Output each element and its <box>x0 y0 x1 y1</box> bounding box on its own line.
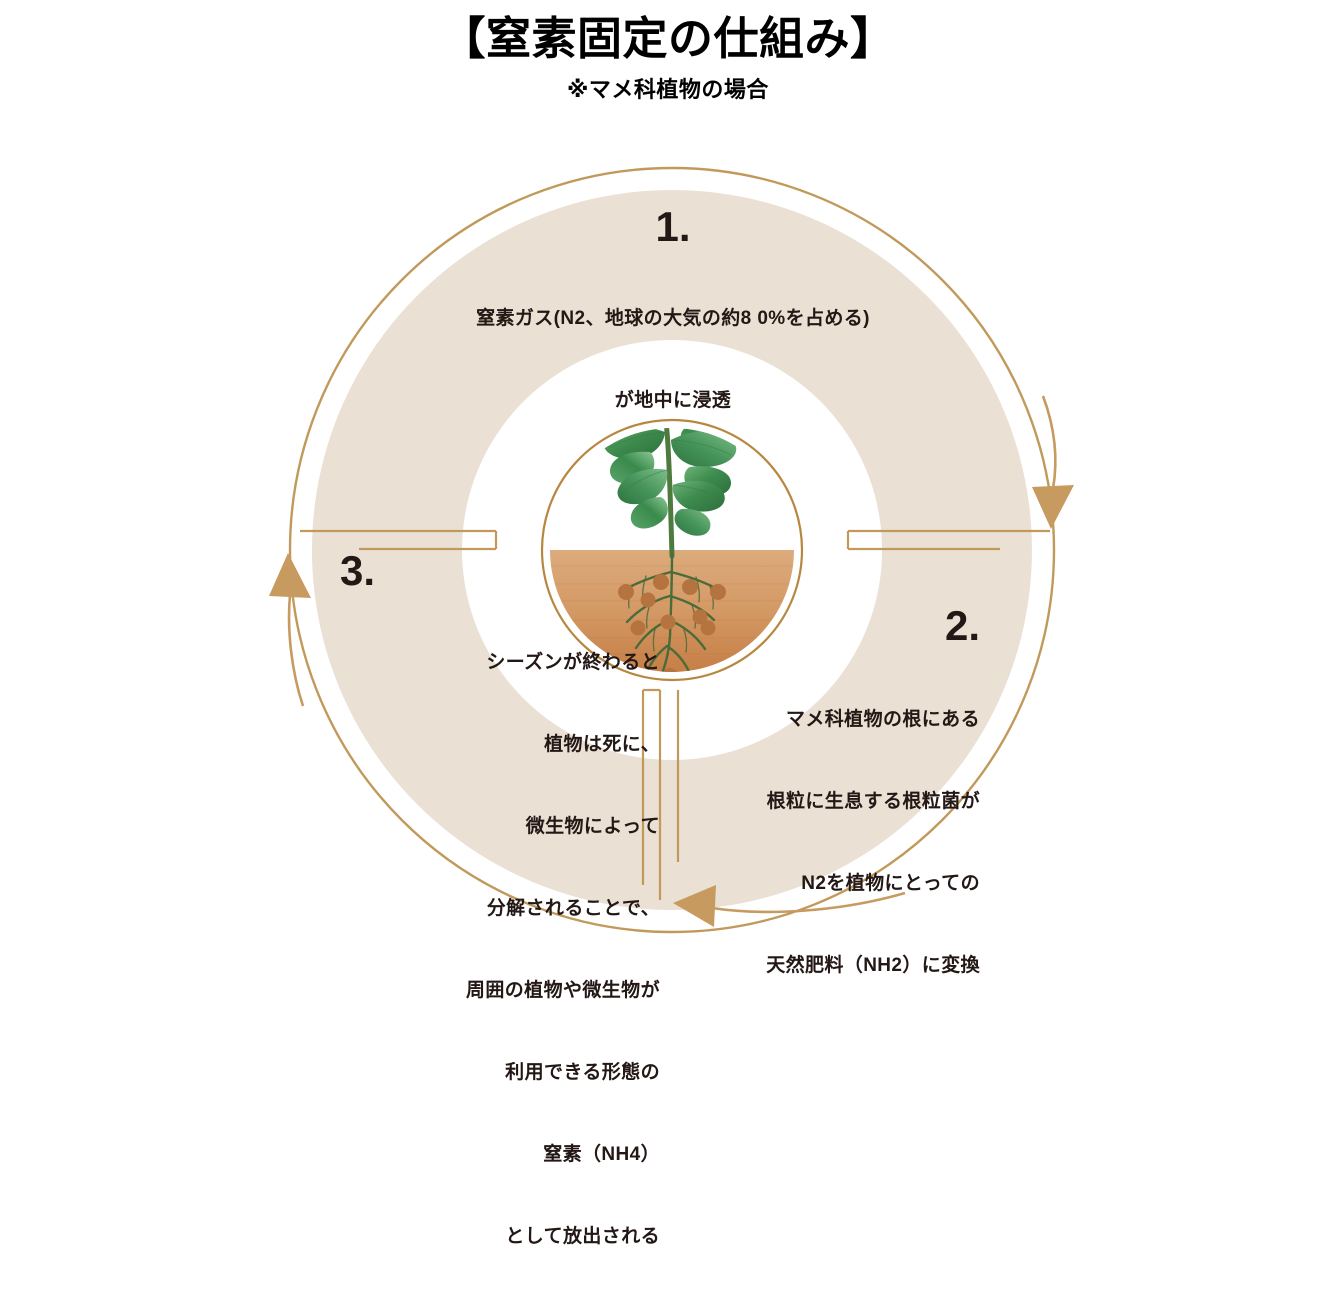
step-3-line-7: 窒素（NH4） <box>543 1144 660 1166</box>
root-nodules <box>618 574 726 672</box>
step-2-line-2: 根粒に生息する根粒菌が <box>766 790 980 812</box>
separator-right <box>846 529 1050 551</box>
step-2-line-1: マメ科植物の根にある <box>785 708 980 730</box>
arrow-step1-to-step2 <box>1032 395 1074 529</box>
step-3-line-5: 周囲の植物や微生物が <box>465 980 660 1002</box>
step-3-line-4: 分解されることで、 <box>486 897 660 919</box>
page-title: 【窒素固定の仕組み】 <box>440 13 896 64</box>
page-subtitle: ※マメ科植物の場合 <box>567 77 769 103</box>
step-1-line-2: が地中に浸透 <box>614 389 732 411</box>
step-2-block: 2. マメ科植物の根にある 根粒に生息する根粒菌が N2を植物にとっての 天然肥… <box>660 605 980 1034</box>
beige-ring-band <box>311 190 1032 911</box>
step-2-line-4: 天然肥料（NH2）に変換 <box>766 954 980 976</box>
step-1-line-1: 窒素ガス(N2、地球の大気の約8 0%を占める) <box>476 307 870 329</box>
nitrogen-cycle-diagram <box>269 166 1074 934</box>
step-1-number: 1. <box>655 203 691 250</box>
step-3-line-8: として放出される <box>505 1226 660 1248</box>
step-1-block: 1. 窒素ガス(N2、地球の大気の約8 0%を占める) が地中に浸透 <box>368 206 978 469</box>
step-3-line-2: 植物は死に、 <box>544 733 660 755</box>
header: 【窒素固定の仕組み】 ※マメ科植物の場合 <box>0 0 1336 104</box>
step-2-line-3: N2を植物にとっての <box>801 872 980 894</box>
separator-left <box>300 529 498 551</box>
step-3-block: 3. シーズンが終わると 植物は死に、 微生物によって 分解されることで、 周囲… <box>300 550 660 1305</box>
step-3-number: 3. <box>340 547 376 594</box>
step-2-number: 2. <box>944 602 980 649</box>
step-3-text: シーズンが終わると 植物は死に、 微生物によって 分解されることで、 周囲の植物… <box>300 594 660 1305</box>
outer-gold-ring <box>288 166 1056 934</box>
step-3-line-3: 微生物によって <box>525 815 660 837</box>
plant-stem <box>660 428 675 559</box>
arrow-step3-to-step1 <box>269 553 311 707</box>
step-2-text: マメ科植物の根にある 根粒に生息する根粒菌が N2を植物にとっての 天然肥料（N… <box>660 651 980 1034</box>
step-1-text: 窒素ガス(N2、地球の大気の約8 0%を占める) が地中に浸透 <box>368 250 978 469</box>
separator-bottom <box>641 688 680 900</box>
arrow-step2-to-step3 <box>673 885 906 927</box>
plant-leaves <box>603 428 737 536</box>
step-3-line-1: シーズンが終わると <box>486 651 660 673</box>
step-3-line-6: 利用できる形態の <box>505 1062 660 1084</box>
